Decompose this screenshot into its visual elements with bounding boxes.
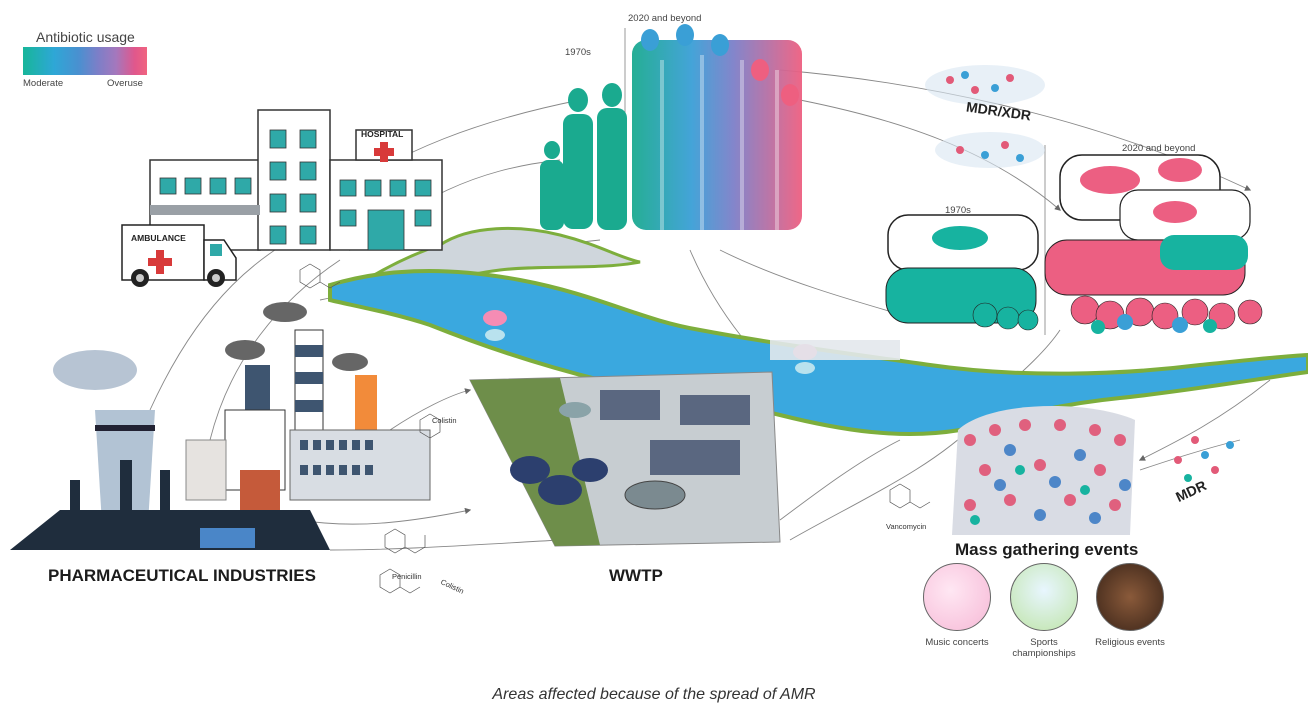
mass-gathering-crowd [952,406,1135,535]
lotus-flower-1 [483,310,507,341]
ambulance [121,224,237,287]
figure-caption: Areas affected because of the spread of … [492,686,816,703]
ambulance-sign: AMBULANCE [131,233,186,243]
drug-colistin-1: Colistin [432,416,457,425]
legend-low-label: Moderate [23,78,64,89]
wwtp-label: WWTP [609,566,663,585]
drug-penicillin: Penicillin [392,572,422,581]
bacteria-cluster-top [925,65,1045,168]
pharma-label: PHARMACEUTICAL INDUSTRIES [48,566,316,585]
bacteria-cluster-mdr [1174,436,1234,482]
pharma-plant [10,302,431,550]
livestock-2020 [1044,154,1263,334]
hospital-sign: HOSPITAL [361,129,404,139]
mass-gathering-label: Mass gathering events [955,540,1139,559]
event-label: Music concerts [925,637,989,648]
drug-vancomycin: Vancomycin [886,522,927,531]
legend-title: Antibiotic usage [36,29,135,45]
religious-events-icon [1096,563,1164,631]
molecule-sketches [299,263,931,594]
human-era-past: 1970s [565,47,591,58]
event-label: Religious events [1095,637,1165,648]
legend-gradient-bar [23,47,147,75]
animal-era-future: 2020 and beyond [1122,143,1196,154]
human-era-future: 2020 and beyond [628,13,702,24]
human-population [540,24,802,230]
animal-era-past: 1970s [945,205,971,216]
river-reflection [770,340,900,360]
hospital-building [149,109,443,251]
legend-high-label: Overuse [107,78,143,89]
livestock-1970s [885,214,1039,331]
event-label: Sports championships [1012,637,1076,659]
sports-championships-icon [1010,563,1078,631]
music-concerts-icon [923,563,991,631]
wwtp-plant [469,371,781,547]
